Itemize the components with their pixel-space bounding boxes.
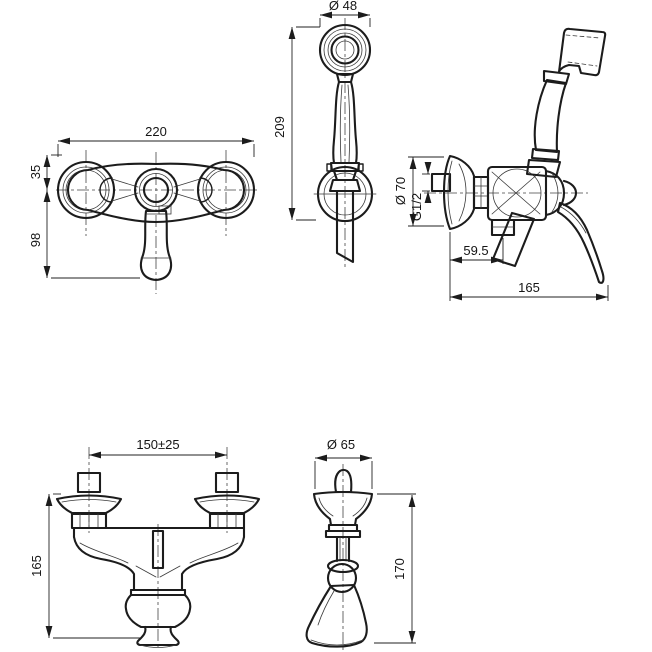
- view-bath-mixer-front: 150±25 165: [29, 437, 261, 650]
- swivel-joint: [326, 558, 360, 574]
- dim-center-to-lever-label: 98: [28, 233, 43, 247]
- dim-head-diameter-label: Ø 48: [329, 0, 357, 13]
- handshower-side-head: [557, 27, 607, 77]
- inlet-left: [76, 471, 102, 494]
- dim-outlet-depth-label: 59.5: [463, 243, 488, 258]
- dim-height-label: 165: [29, 555, 44, 577]
- spout-outlet: [136, 625, 180, 647]
- escutcheon-side: [442, 154, 476, 231]
- view-handshower-front: Ø 48 209: [272, 0, 377, 268]
- inlet-fitting: [430, 172, 452, 193]
- dim-width-label: 220: [145, 124, 167, 139]
- view-bath-mixer-side: Ø 65 170: [305, 437, 416, 651]
- dim-connection-centres-label: 150±25: [136, 437, 179, 452]
- dim-center-to-top-label: 35: [28, 165, 43, 179]
- mixer-body-side: [486, 165, 548, 222]
- dim-overall-depth-label: 165: [518, 280, 540, 295]
- dim-escutcheon-diameter-label: Ø 70: [393, 177, 408, 205]
- escutcheon-left: [56, 160, 116, 220]
- inlet-right: [214, 471, 240, 494]
- lever-handle: [139, 209, 173, 282]
- dim-height-label: 170: [392, 558, 407, 580]
- hose-side: [491, 211, 536, 268]
- spout-bell-side: [305, 583, 368, 648]
- shower-holder: [525, 158, 562, 179]
- dim-escutcheon-diameter-label: Ø 65: [327, 437, 355, 452]
- mixer-body: [67, 162, 245, 224]
- view-wall-mixer-side: Ø 70 G1/2 59.5 165: [393, 27, 609, 301]
- bath-mixer-body: [72, 535, 136, 592]
- dim-height-label: 209: [272, 116, 287, 138]
- handshower-side-handle: [533, 78, 568, 154]
- escutcheon-right: [196, 160, 256, 220]
- shower-hose: [335, 189, 355, 264]
- spout-bulge: [124, 593, 192, 629]
- handle-bowl: [312, 490, 374, 527]
- lever-knob-side: [334, 468, 353, 494]
- view-wall-mixer-front: 220 35 98: [28, 124, 258, 294]
- dim-thread-label: G1/2: [409, 193, 424, 221]
- mixer-lever-side: [556, 201, 605, 284]
